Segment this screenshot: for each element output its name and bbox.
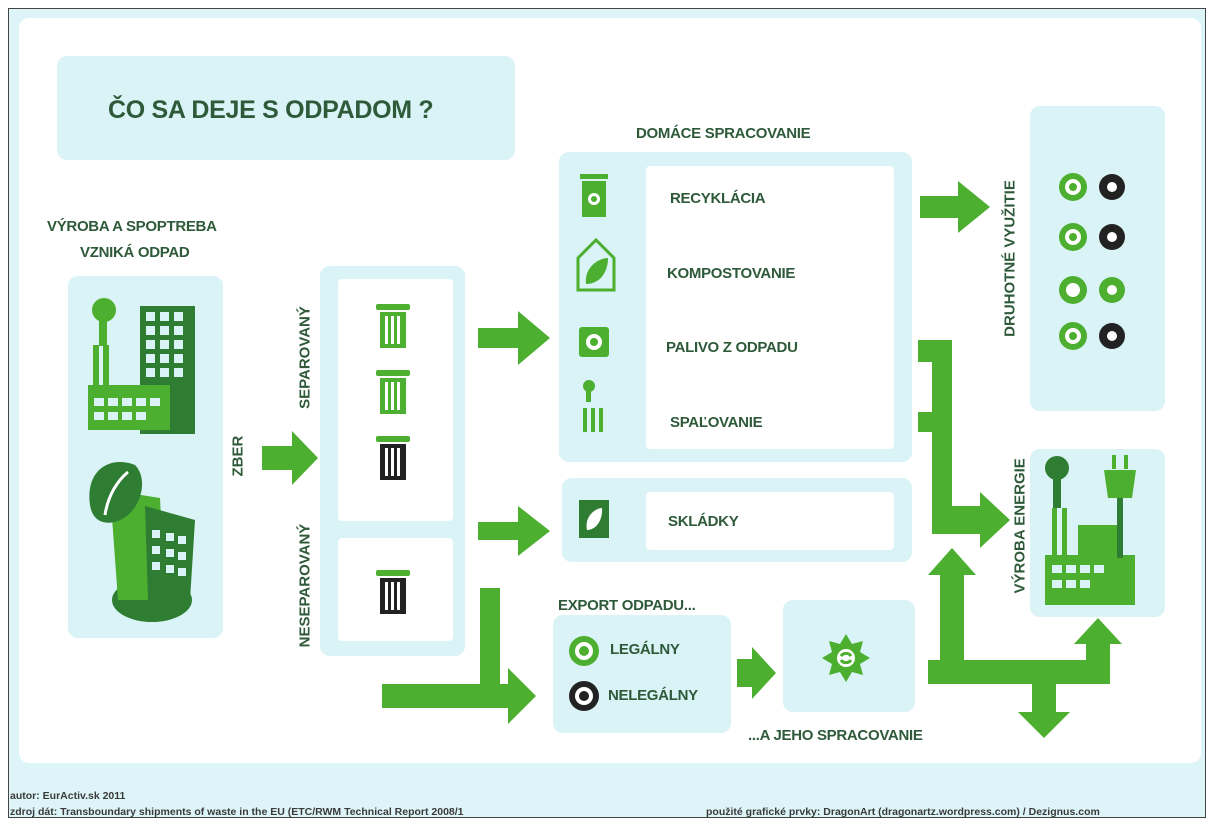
export-heading: EXPORT ODPADU...: [558, 597, 696, 614]
to-domestic-arrow: [478, 311, 550, 365]
to-export-arrow: [382, 588, 536, 724]
secondary-use-panel: [1030, 106, 1165, 411]
compost-label: KOMPOSTOVANIE: [667, 265, 796, 282]
page-title: ČO SA DEJE S ODPADOM ?: [108, 96, 434, 124]
export-panel: [553, 615, 731, 733]
incineration-icon: [583, 380, 603, 432]
secondary-use-label: DRUHOTNÉ VYUŽITIE: [1001, 180, 1019, 337]
bin-green-1: [376, 304, 410, 348]
landfill-icon: [579, 500, 609, 538]
power-plant-icon: [1045, 456, 1135, 605]
source-label-line1: VÝROBA A SPOPTREBA: [47, 218, 217, 235]
collection-label: ZBER: [229, 435, 247, 477]
landfill-label: SKLÁDKY: [668, 513, 739, 530]
to-energy-arrow: [918, 340, 1010, 548]
unseparated-label: NESEPAROVANÝ: [296, 523, 314, 648]
processing-label: ...A JEHO SPRACOVANIE: [748, 727, 923, 744]
separated-label: SEPAROVANÝ: [296, 306, 314, 409]
factory-icon: [88, 298, 195, 434]
recycling-icon: [580, 174, 608, 217]
processing-gear-icon: [822, 634, 870, 682]
legal-gear-icon: [569, 636, 599, 666]
secondary-gears-icon: [1059, 173, 1125, 350]
bin-green-2: [376, 370, 410, 414]
landfill-label-box: [646, 492, 894, 550]
illegal-gear-icon: [569, 681, 599, 711]
bin-black-2: [376, 570, 410, 614]
plug-icon: [1104, 455, 1136, 558]
to-landfill-arrow: [478, 506, 550, 556]
bin-black-1: [376, 436, 410, 480]
incineration-label: SPAĽOVANIE: [670, 414, 763, 431]
footer-source: zdroj dát: Transboundary shipments of wa…: [10, 806, 464, 818]
green-city-icon: [89, 461, 195, 622]
to-secondary-arrow: [920, 181, 990, 233]
footer-credits: použité grafické prvky: DragonArt (drago…: [706, 806, 1100, 818]
to-processing-arrow: [737, 647, 776, 699]
recycling-label: RECYKLÁCIA: [670, 190, 766, 207]
compost-icon: [576, 237, 616, 292]
source-label-line2: VZNIKÁ ODPAD: [80, 244, 190, 261]
title-panel: [57, 56, 515, 160]
domestic-list-box: [646, 166, 894, 449]
energy-label: VÝROBA ENERGIE: [1011, 458, 1029, 594]
domestic-heading: DOMÁCE SPRACOVANIE: [636, 125, 811, 142]
zber-arrow: [262, 431, 318, 485]
processing-to-energy-arrow: [928, 548, 1122, 738]
fuel-icon: [579, 327, 609, 357]
fuel-label: PALIVO Z ODPADU: [666, 339, 798, 356]
footer-author: autor: EurActiv.sk 2011: [10, 790, 126, 802]
legal-label: LEGÁLNY: [610, 641, 680, 658]
illegal-label: NELEGÁLNY: [608, 687, 698, 704]
